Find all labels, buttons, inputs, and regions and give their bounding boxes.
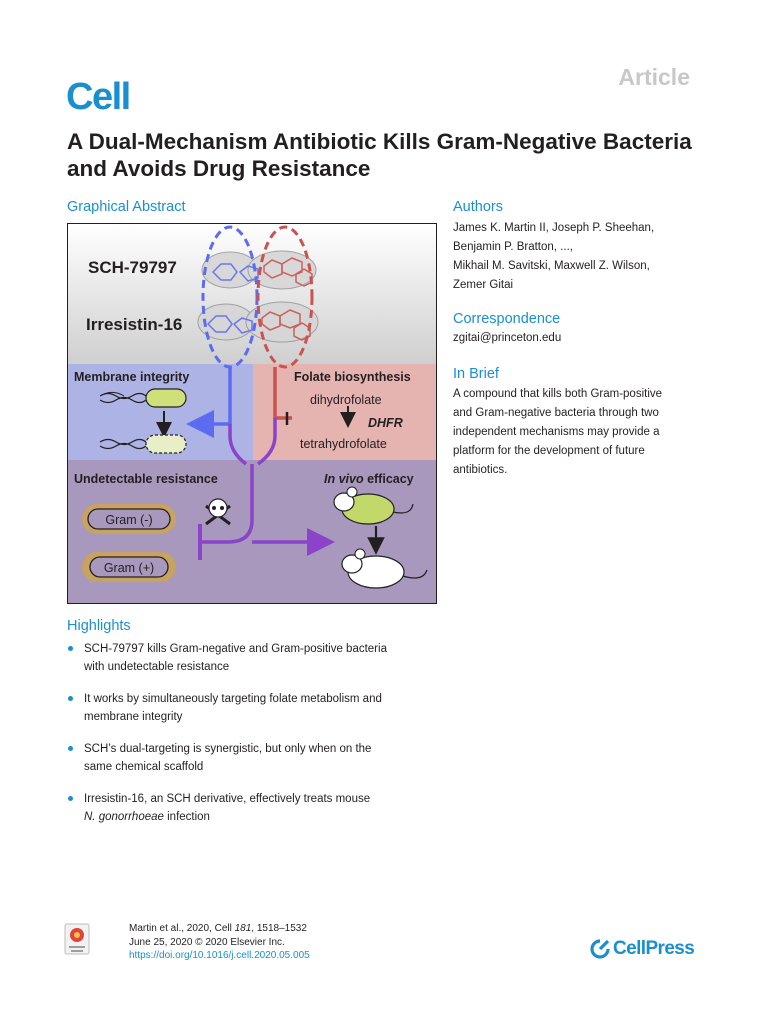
irresistin-16-label: Irresistin-16 — [86, 315, 182, 334]
in-brief-line: A compound that kills both Gram-positive — [453, 388, 663, 400]
graphical-abstract-figure: SCH-79797 Irresistin-16 Membrane integri… — [67, 223, 437, 604]
citation-line: Martin et al., 2020, Cell 181, 1518–1532 — [129, 923, 307, 934]
in-brief-line: platform for the development of future — [453, 445, 645, 457]
healthy-mouse-icon — [341, 548, 428, 589]
bullet-icon — [68, 646, 73, 651]
sch-79797-molecule — [201, 250, 317, 290]
cellpress-wordmark: CellPress — [613, 938, 695, 959]
in-brief-heading: In Brief — [453, 366, 499, 382]
red-merge-line — [256, 418, 277, 466]
author-line: Mikhail M. Savitski, Maxwell Z. Wilson, — [453, 260, 650, 272]
bullet-icon — [68, 696, 73, 701]
in-brief-text: A compound that kills both Gram-positive… — [453, 385, 713, 480]
doi-link[interactable]: https://doi.org/10.1016/j.cell.2020.05.0… — [129, 950, 310, 961]
highlight-item: SCH-79797 kills Gram-negative and Gram-p… — [67, 640, 447, 676]
highlight-item: It works by simultaneously targeting fol… — [67, 690, 447, 726]
gram-neg-inner — [87, 508, 171, 530]
in-brief-line: antibiotics. — [453, 464, 508, 476]
citation-block: Martin et al., 2020, Cell 181, 1518–1532… — [129, 922, 310, 963]
in-vivo-efficacy-label: In vivo efficacy — [324, 472, 414, 486]
authors-list: James K. Martin II, Joseph P. Sheehan, B… — [453, 219, 713, 295]
article-title: A Dual-Mechanism Antibiotic Kills Gram-N… — [67, 129, 692, 181]
authors-heading: Authors — [453, 199, 503, 215]
cellpress-logo: CellPress — [590, 938, 695, 960]
compounds-panel — [68, 224, 436, 364]
tetrahydrofolate-label: tetrahydrofolate — [300, 437, 387, 451]
article-type-label: Article — [618, 64, 690, 90]
highlights-list: SCH-79797 kills Gram-negative and Gram-p… — [67, 640, 447, 840]
undetectable-resistance-label: Undetectable resistance — [74, 472, 218, 486]
membrane-integrity-label: Membrane integrity — [74, 370, 189, 384]
dhfr-label: DHFR — [368, 416, 403, 430]
gram-negative-label: Gram (-) — [105, 513, 152, 527]
bullet-icon — [68, 746, 73, 751]
gram-positive-label: Gram (+) — [104, 561, 154, 575]
highlight-item: SCH’s dual-targeting is synergistic, but… — [67, 740, 447, 776]
in-brief-line: independent mechanisms may provide a — [453, 426, 660, 438]
healthy-bacterium-icon — [99, 388, 187, 408]
gram-pos-inner — [89, 556, 169, 578]
dihydrofolate-label: dihydrofolate — [310, 393, 382, 407]
sch-79797-label: SCH-79797 — [88, 258, 177, 277]
correspondence-heading: Correspondence — [453, 311, 561, 327]
highlight-item: Irresistin-16, an SCH derivative, effect… — [67, 790, 447, 826]
damaged-bacterium-icon — [99, 434, 187, 454]
folate-moiety-outline — [256, 225, 314, 369]
infected-mouse-icon — [333, 486, 414, 525]
journal-logo: Cell — [66, 76, 131, 118]
skull-crossbones-icon — [205, 498, 231, 526]
irresistin-16-molecule — [197, 301, 319, 343]
folate-biosynthesis-label: Folate biosynthesis — [294, 370, 411, 384]
blue-merge-line — [228, 424, 248, 466]
author-line: Zemer Gitai — [453, 279, 514, 291]
correspondence-email[interactable]: zgitai@princeton.edu — [453, 332, 562, 344]
in-brief-line: and Gram-negative bacteria through two — [453, 407, 659, 419]
graphical-abstract-heading: Graphical Abstract — [67, 199, 186, 215]
author-line: James K. Martin II, Joseph P. Sheehan, — [453, 222, 655, 234]
highlights-heading: Highlights — [67, 618, 131, 634]
author-line: Benjamin P. Bratton, ..., — [453, 241, 573, 253]
purple-combined-path — [200, 464, 254, 544]
check-for-updates-icon[interactable] — [64, 923, 90, 955]
copyright-line: June 25, 2020 © 2020 Elsevier Inc. — [129, 936, 285, 948]
graphical-abstract-svg: SCH-79797 Irresistin-16 Membrane integri… — [68, 224, 436, 603]
bullet-icon — [68, 796, 73, 801]
cellpress-mark-icon — [590, 939, 610, 959]
